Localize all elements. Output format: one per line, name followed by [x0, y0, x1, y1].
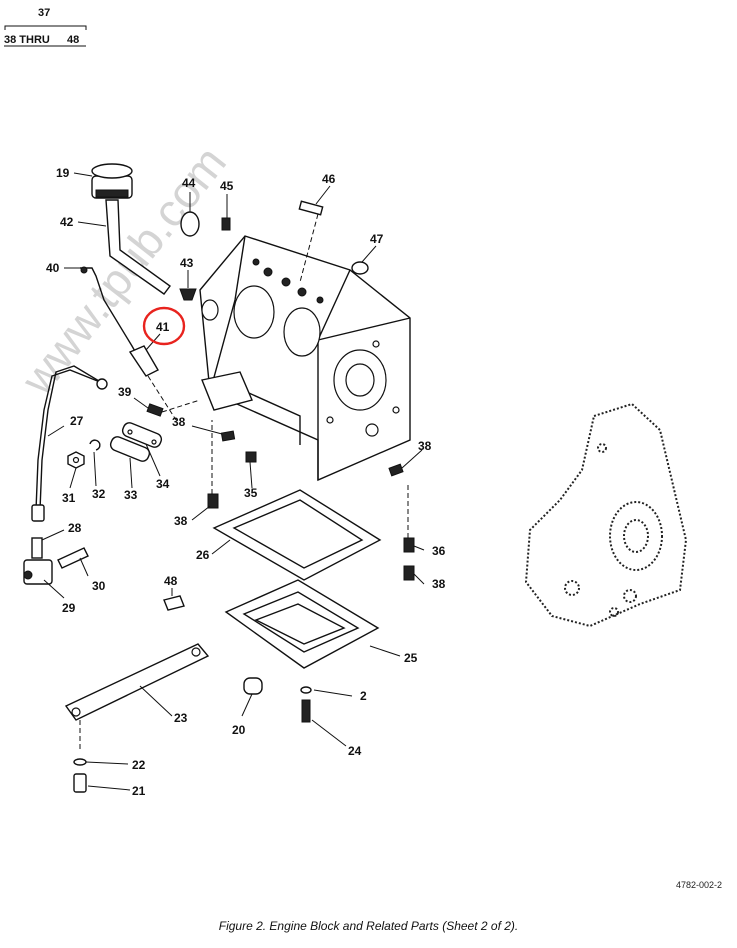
callout-2: 2: [360, 689, 367, 703]
plug-part-39: [146, 399, 201, 417]
figure-caption: Figure 2. Engine Block and Related Parts…: [218, 919, 519, 933]
engine-block: [199, 235, 411, 482]
callout-48: 48: [164, 574, 178, 588]
dowel-part-38-d: [403, 565, 415, 581]
tee-fitting-part-29: [23, 537, 53, 585]
stud-part-46: [298, 200, 324, 283]
callout-33: 33: [124, 488, 138, 502]
sleeve-part-44: [180, 211, 200, 237]
callout-24: 24: [348, 744, 362, 758]
lockwasher-part-32: [89, 439, 101, 451]
callout-40: 40: [46, 261, 60, 275]
callout-35: 35: [244, 486, 258, 500]
breather-cap-part-19: [91, 163, 133, 199]
nut-part-31: [67, 451, 85, 469]
cup-plug-part-47: [351, 261, 369, 275]
callout-28: 28: [68, 521, 82, 535]
connector-part-30: [57, 547, 89, 569]
callout-38-b: 38: [174, 514, 188, 528]
drain-plug-part-20: [243, 677, 263, 695]
callout-38-c: 38: [418, 439, 432, 453]
ghost-timing-cover-outline: [524, 402, 688, 628]
dowel-part-38-a: [220, 430, 236, 442]
callout-38-a: 38: [172, 415, 186, 429]
callout-20: 20: [232, 723, 246, 737]
callout-44: 44: [182, 176, 196, 190]
callout-42: 42: [60, 215, 74, 229]
reference-code: 4782-002-2: [676, 880, 722, 890]
callout-19: 19: [56, 166, 70, 180]
callout-46: 46: [322, 172, 336, 186]
callout-43: 43: [180, 256, 194, 270]
oil-line-part-27: [31, 365, 108, 522]
breather-tube-part-42: [105, 199, 171, 295]
callout-32: 32: [92, 487, 106, 501]
callout-23: 23: [174, 711, 188, 725]
callout-31: 31: [62, 491, 76, 505]
header-top-number: 37: [38, 7, 50, 19]
callout-labels: 19 42 40 44 45 46 47 43 41 39 27 38 31 3…: [46, 166, 446, 798]
header-right-number: 48: [67, 34, 79, 46]
header-bracket: 37 38 THRU 48: [4, 7, 87, 47]
callout-39: 39: [118, 385, 132, 399]
callout-47: 47: [370, 232, 384, 246]
leader-lines: [41, 172, 425, 791]
gasket-part-34: [121, 422, 163, 448]
callout-34: 34: [156, 477, 170, 491]
cover-part-33: [109, 436, 151, 462]
dowel-part-35: [245, 451, 257, 463]
oil-pan-part-25: [224, 579, 380, 669]
callout-25: 25: [404, 651, 418, 665]
dowel-part-38-c: [388, 463, 404, 477]
dowel-part-38-b: [207, 420, 219, 509]
header-left-label: 38 THRU: [4, 34, 50, 46]
gasket-part-26: [212, 489, 382, 581]
bolt-part-24: [301, 699, 311, 723]
callout-27: 27: [70, 414, 84, 428]
stud-part-45: [221, 217, 231, 231]
callout-45: 45: [220, 179, 234, 193]
plug-part-43: [179, 288, 197, 301]
callout-38-d: 38: [432, 577, 446, 591]
lockwasher-part-22: [73, 758, 87, 766]
highlight-circle-callout-41: [142, 306, 186, 346]
callout-22: 22: [132, 758, 146, 772]
dowel-part-36: [403, 482, 415, 553]
callout-36: 36: [432, 544, 446, 558]
callout-26: 26: [196, 548, 210, 562]
dipstick-tube-part-41: [128, 345, 177, 421]
callout-41: 41: [156, 320, 170, 334]
callout-21: 21: [132, 784, 146, 798]
elbow-part-48: [163, 595, 185, 611]
dipstick-part-40: [80, 266, 141, 361]
lockwasher-part-2: [300, 686, 312, 694]
callout-29: 29: [62, 601, 76, 615]
callout-30: 30: [92, 579, 106, 593]
support-bar-part-23: [64, 643, 210, 752]
bolt-part-21: [73, 773, 87, 793]
